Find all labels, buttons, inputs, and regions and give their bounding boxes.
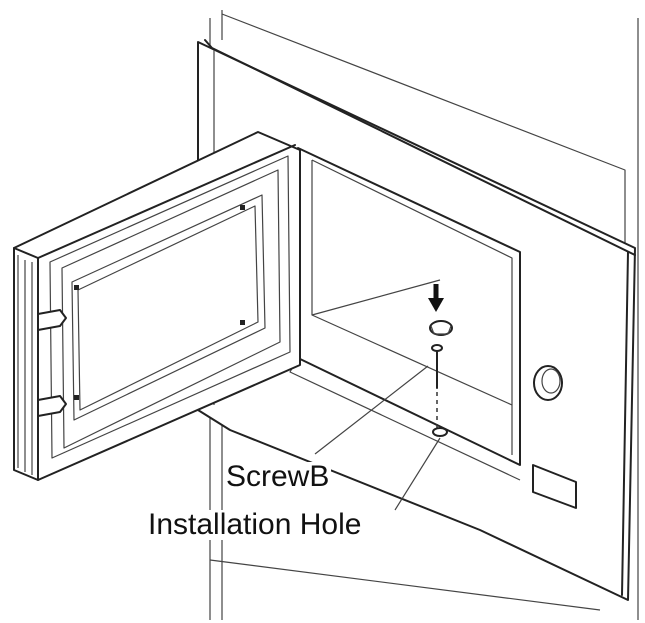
control-knob (533, 365, 563, 401)
leader-lines (314, 365, 441, 511)
display-panel (532, 464, 577, 509)
installation-hole-label: Installation Hole (146, 508, 364, 541)
screw-assembly (428, 284, 453, 437)
microwave-door (13, 131, 301, 481)
door-hinges (37, 309, 67, 417)
screw-b-label: ScrewB (224, 460, 332, 493)
